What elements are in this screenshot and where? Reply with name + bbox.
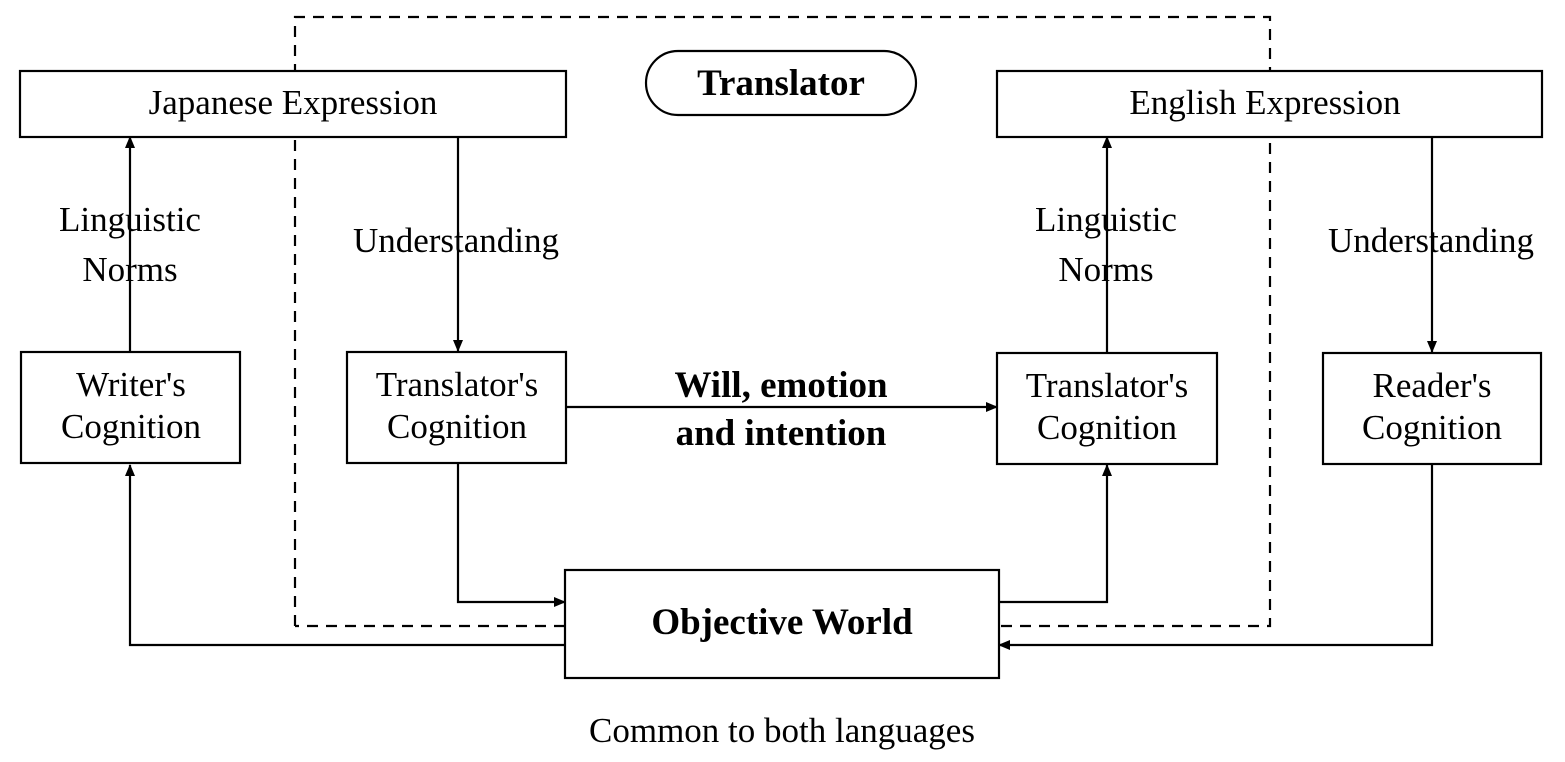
linguistic-norms-left-line2: Norms bbox=[82, 250, 177, 289]
readers-cognition-box bbox=[1321, 351, 1543, 466]
understanding-left: Understanding bbox=[353, 221, 559, 260]
readers-cognition-line1: Reader's bbox=[1372, 366, 1491, 405]
objective-world-box bbox=[563, 568, 1001, 680]
caption-common: Common to both languages bbox=[589, 711, 975, 750]
translators-cognition-right-line1: Translator's bbox=[1026, 366, 1189, 405]
arrow-translator-cognition-to-world bbox=[456, 463, 566, 607]
translators-cognition-right-box bbox=[995, 351, 1219, 466]
writers-cognition-line1: Writer's bbox=[76, 365, 186, 404]
will-emotion-line1: Will, emotion bbox=[674, 365, 888, 406]
translator-label: Translator bbox=[697, 63, 865, 104]
translator-boundary bbox=[293, 15, 1272, 628]
arrow-world-to-translator-cognition bbox=[999, 464, 1112, 604]
translators-cognition-left-line1: Translator's bbox=[376, 365, 539, 404]
arrow-reader-cognition-to-world bbox=[998, 465, 1434, 650]
translators-cognition-left-box bbox=[345, 350, 568, 465]
writers-cognition-box bbox=[19, 350, 242, 465]
english-expression-box bbox=[995, 69, 1544, 139]
linguistic-norms-right-line1: Linguistic bbox=[1035, 200, 1177, 239]
japanese-expression-label: Japanese Expression bbox=[149, 83, 438, 122]
arrow-world-to-writer-cognition bbox=[125, 464, 565, 647]
will-emotion-line2: and intention bbox=[676, 413, 887, 454]
objective-world-label: Objective World bbox=[651, 602, 913, 643]
english-expression-label: English Expression bbox=[1129, 83, 1400, 122]
japanese-expression-box bbox=[18, 69, 568, 139]
translator-pill bbox=[644, 49, 918, 117]
linguistic-norms-right-line2: Norms bbox=[1058, 250, 1153, 289]
translators-cognition-right-line2: Cognition bbox=[1037, 408, 1177, 447]
understanding-right: Understanding bbox=[1328, 221, 1534, 260]
readers-cognition-line2: Cognition bbox=[1362, 408, 1502, 447]
translators-cognition-left-line2: Cognition bbox=[387, 407, 527, 446]
writers-cognition-line2: Cognition bbox=[61, 407, 201, 446]
linguistic-norms-left-line1: Linguistic bbox=[59, 200, 201, 239]
